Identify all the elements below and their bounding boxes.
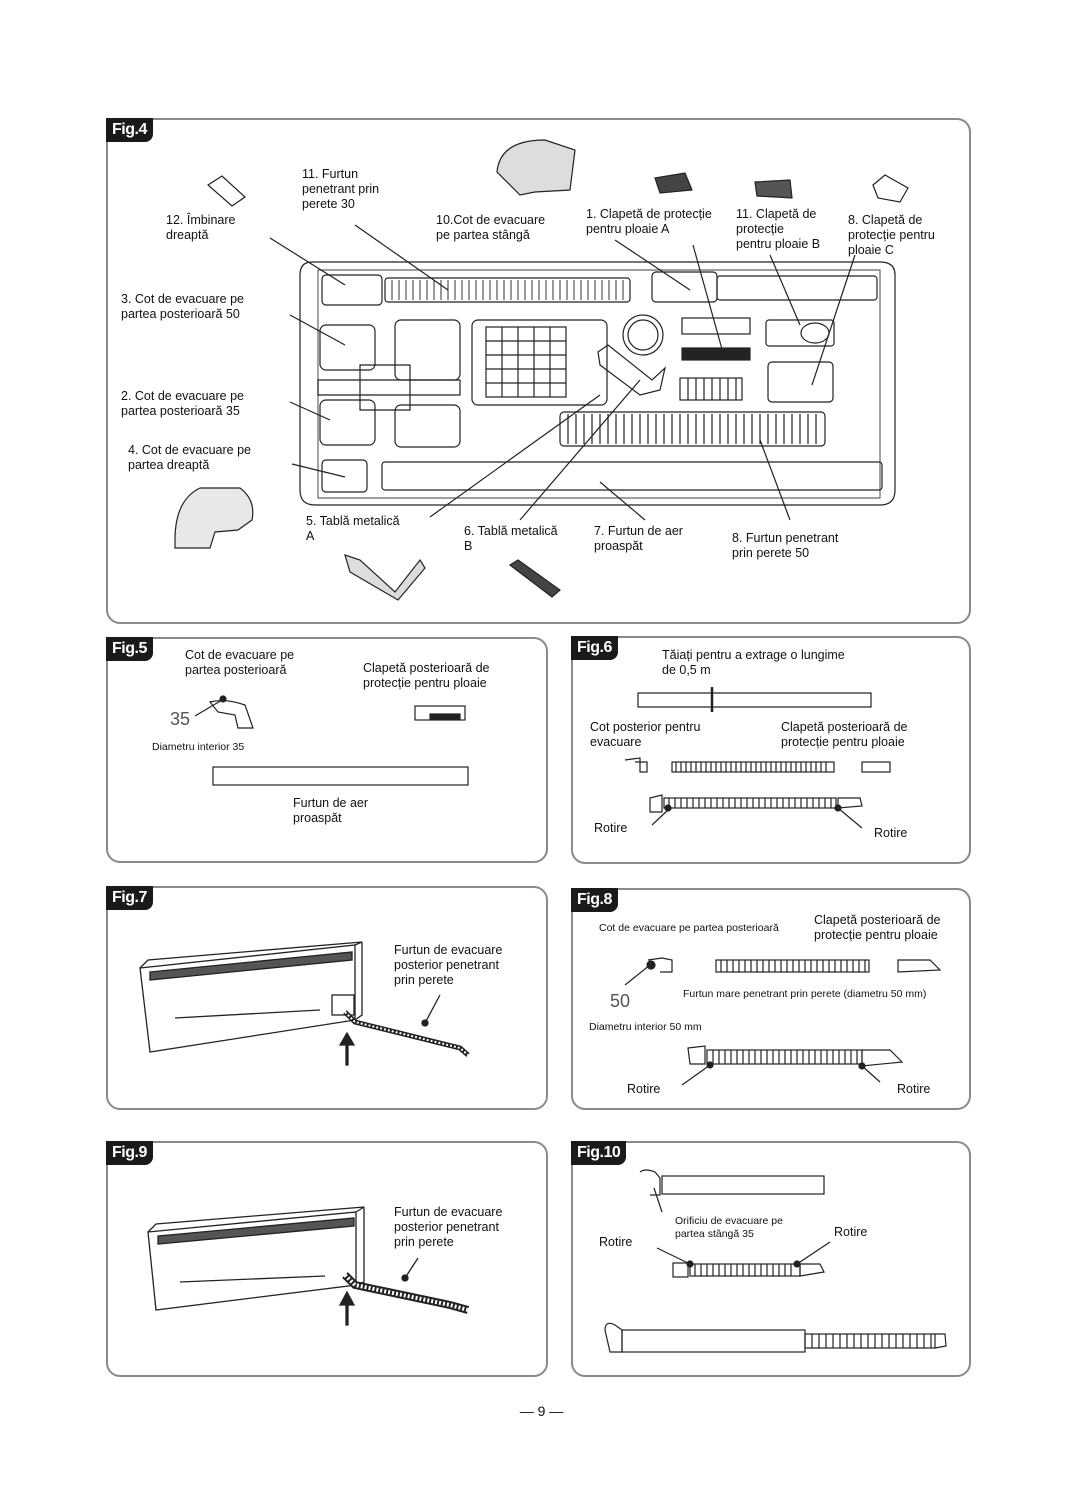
fig6-hose-cut [637, 692, 872, 708]
fig5-flap-label: Clapetă posterioară de protecție pentru … [363, 661, 490, 690]
label-10: 10.Cot de evacuare pe partea stângă [436, 213, 546, 242]
fig7-tag: Fig.7 [106, 886, 153, 910]
label-4: 4. Cot de evacuare pe partea dreaptă [128, 443, 251, 472]
fig5-elbow-label: Cot de evacuare pe partea posterioară [185, 648, 295, 677]
fig10-rotate-right: Rotire [834, 1225, 868, 1239]
fig8-panel: Fig.8 [571, 888, 971, 1110]
fig8-flap-icon [897, 959, 942, 973]
fig5-hose-icon [212, 766, 469, 786]
fig8-number: 50 [610, 991, 631, 1011]
label-11a: 11. Furtun penetrant prin perete 30 [302, 167, 380, 211]
page-number: — 9 — [519, 1403, 564, 1419]
hose-30 [384, 277, 631, 303]
hose-50-tray [559, 411, 826, 447]
right-elbow-icon [174, 487, 254, 549]
label-12: 12. Îmbinare dreaptă [166, 213, 236, 242]
label-7: 7. Furtun de aer proaspăt [594, 524, 683, 553]
fig4-tag: Fig.4 [106, 118, 153, 142]
fig10-elbow-icon [639, 1169, 661, 1196]
label-11b: 11. Clapetă de protecție pentru ploaie B [736, 207, 821, 251]
label-8c: 8. Clapetă de protecție pentru ploaie C [848, 213, 935, 257]
flap-c-icon [872, 174, 909, 203]
fig7-hose-label: Furtun de evacuare posterior penetrant p… [394, 943, 503, 987]
label-6: 6. Tablă metalică B [464, 524, 558, 553]
fig6-flap-label: Clapetă posterioară de protecție pentru … [781, 720, 908, 749]
fig10-orifice-label: Orificiu de evacuare pe partea stângă 35 [675, 1215, 783, 1240]
fig6-tag: Fig.6 [571, 636, 618, 660]
fig5-tag: Fig.5 [106, 637, 153, 661]
fig10-assembly [604, 1322, 623, 1353]
fig5-flap-icon [414, 705, 466, 721]
fig5-number: 35 [170, 709, 191, 729]
flap-a-icon [654, 172, 693, 194]
fig5-hose-label: Furtun de aer proaspăt [293, 796, 369, 825]
label-2: 2. Cot de evacuare pe partea posterioară… [121, 389, 244, 418]
fig9-arrow [338, 1290, 356, 1326]
fig10-rotate-left: Rotire [599, 1235, 633, 1249]
label-8: 8. Furtun penetrant prin perete 50 [732, 531, 839, 560]
fig8-elbow-label: Cot de evacuare pe partea posterioară [599, 922, 779, 934]
left-elbow-icon [496, 139, 576, 196]
fig8-elbow-icon [647, 957, 673, 973]
fig8-tag: Fig.8 [571, 888, 618, 912]
packaging-tray [299, 261, 896, 506]
fig6-rotate-right: Rotire [874, 826, 908, 840]
fig8-rotate-left: Rotire [627, 1082, 661, 1096]
round-cover [622, 314, 664, 356]
fig7-arrow [338, 1031, 356, 1066]
fig8-rotate-right: Rotire [897, 1082, 931, 1096]
fig6-elbow-label: Cot posterior pentru evacuare [590, 720, 701, 749]
fig5-panel: Fig.5 [106, 637, 548, 863]
fig6-rotate-left: Rotire [594, 821, 628, 835]
page-number-value: 9 [537, 1403, 546, 1419]
fig8-diameter: Diametru interior 50 mm [589, 1021, 702, 1033]
flap-b-icon [754, 179, 793, 199]
metal-sheet-a-icon [344, 554, 426, 601]
fig6-flap-icon [861, 761, 891, 773]
fig8-big-hose-label: Furtun mare penetrant prin perete (diame… [683, 988, 927, 1000]
fig5-diameter: Diametru interior 35 [152, 741, 245, 753]
fig9-panel: Fig.9 [106, 1141, 548, 1377]
label-1: 1. Clapetă de protecție pentru ploaie A [586, 207, 712, 236]
fig10-panel: Fig.10 [571, 1141, 971, 1377]
fig9-hose-label: Furtun de evacuare posterior penetrant p… [394, 1205, 503, 1249]
fig4-panel: Fig.4 [106, 118, 971, 624]
fig6-cut-label: Tăiați pentru a extrage o lungime de 0,5… [662, 648, 845, 677]
label-5: 5. Tablă metalică A [306, 514, 400, 543]
fig7-panel: Fig.7 [106, 886, 548, 1110]
fig8-flap-label: Clapetă posterioară de protecție pentru … [814, 913, 941, 942]
fig6-elbow-icon [624, 757, 648, 773]
fig6-panel: Fig.6 [571, 636, 971, 864]
straight-joint-icon [207, 175, 246, 207]
fig10-tag: Fig.10 [571, 1141, 627, 1165]
metal-sheet-b-icon [508, 559, 561, 598]
label-3: 3. Cot de evacuare pe partea posterioară… [121, 292, 244, 321]
fig9-tag: Fig.9 [106, 1141, 153, 1165]
fig5-elbow-icon [208, 699, 254, 729]
